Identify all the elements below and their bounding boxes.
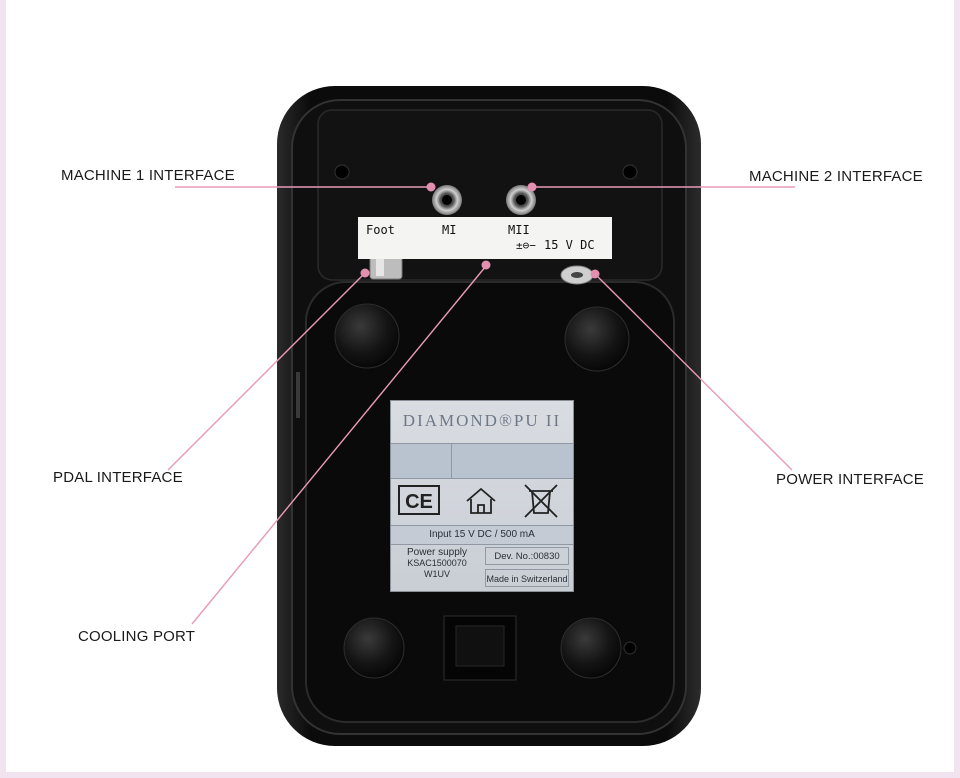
indoor-use-icon xyxy=(466,487,496,514)
input-rating: Input 15 V DC / 500 mA xyxy=(391,525,573,545)
svg-text:CE: CE xyxy=(405,491,433,513)
machine2-dot xyxy=(527,182,537,192)
pedal-interface-label: PDAL INTERFACE xyxy=(53,469,183,486)
machine1-interface-label: MACHINE 1 INTERFACE xyxy=(61,167,235,184)
foot-label: Foot xyxy=(366,223,395,237)
power-supply-code: W1UV xyxy=(423,569,450,579)
power-interface-label: POWER INTERFACE xyxy=(776,471,925,488)
power-leader-line xyxy=(595,274,793,471)
device-number: Dev. No.:00830 xyxy=(485,547,569,565)
ce-mark-icon: CE xyxy=(398,485,440,515)
cooling-dot xyxy=(481,260,491,270)
power-dot xyxy=(590,269,600,279)
machine2-interface-label: MACHINE 2 INTERFACE xyxy=(749,168,923,185)
rubber-foot xyxy=(334,303,400,369)
port-label-strip: Foot MI MII ±⊖− 15 V DC xyxy=(358,217,612,259)
rubber-foot xyxy=(560,617,622,679)
m2-label: MII xyxy=(508,223,530,237)
machine1-dot xyxy=(426,182,436,192)
rubber-foot xyxy=(343,617,405,679)
made-in-label: Made in Switzerland xyxy=(485,569,569,587)
cooling-leader-line xyxy=(191,265,487,625)
cooling-port-label: COOLING PORT xyxy=(78,628,196,645)
power-supply-model: KSAC1500070 xyxy=(407,558,467,568)
rating-plate: DIAMOND®PU II CE Input 15 V DC / 500 mA … xyxy=(390,400,574,592)
dc-polarity-icon: ±⊖− xyxy=(516,239,536,252)
power-supply-info: Power supply KSAC1500070 W1UV xyxy=(395,547,479,580)
power-supply-title: Power supply xyxy=(406,547,468,558)
certification-icons: CE xyxy=(391,479,573,521)
m1-label: MI xyxy=(442,223,457,237)
pedal-leader-line xyxy=(167,273,365,471)
power-rating-label: 15 V DC xyxy=(544,238,595,252)
weee-bin-icon xyxy=(524,484,558,518)
pedal-dot xyxy=(360,268,370,278)
brand-label: DIAMOND®PU II xyxy=(402,411,562,430)
plate-blank-row xyxy=(391,443,573,479)
rubber-foot xyxy=(564,306,630,372)
